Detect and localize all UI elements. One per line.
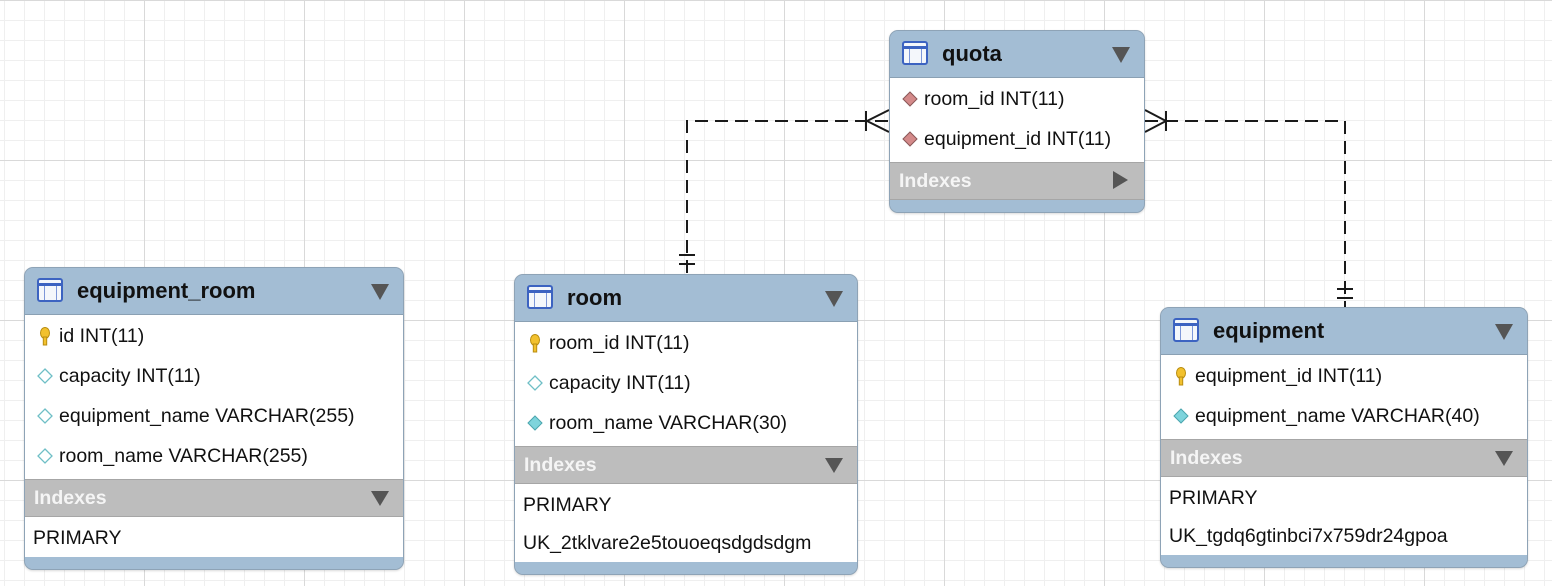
column-label: equipment_id INT(11) — [924, 128, 1112, 150]
foreign-key-diamond-icon — [899, 128, 921, 150]
column-row[interactable]: capacity INT(11) — [25, 356, 403, 396]
column-row[interactable]: equipment_id INT(11) — [1161, 356, 1527, 396]
table-name: equipment — [1213, 318, 1325, 343]
collapse-triangle-icon[interactable] — [1112, 47, 1130, 63]
table-icon — [37, 278, 63, 302]
table-header[interactable]: equipment_room — [25, 268, 403, 315]
table-name: equipment_room — [77, 278, 256, 303]
primary-key-icon — [1170, 365, 1192, 387]
column-list: room_id INT(11) capacity INT(11) room_na… — [515, 322, 857, 446]
indexes-header[interactable]: Indexes — [25, 479, 403, 517]
indexes-header[interactable]: Indexes — [890, 162, 1144, 200]
nullable-column-diamond-icon — [524, 372, 546, 394]
table-equipment-room[interactable]: equipment_room id INT(11) capacity INT(1… — [24, 267, 404, 570]
column-row[interactable]: room_name VARCHAR(30) — [515, 403, 857, 443]
collapse-triangle-icon[interactable] — [1495, 451, 1513, 466]
table-name: room — [567, 285, 622, 310]
expand-triangle-icon[interactable] — [1113, 171, 1128, 189]
column-label: equipment_name VARCHAR(255) — [59, 405, 355, 427]
column-list: equipment_id INT(11) equipment_name VARC… — [1161, 355, 1527, 439]
column-label: room_id INT(11) — [924, 88, 1065, 110]
indexes-label: Indexes — [34, 487, 107, 509]
table-icon — [902, 41, 928, 65]
table-icon — [527, 285, 553, 309]
index-list: PRIMARY — [25, 517, 403, 557]
column-label: room_id INT(11) — [549, 332, 690, 354]
index-row[interactable]: PRIMARY — [523, 494, 612, 516]
relationship-room-quota — [679, 109, 890, 273]
index-list: PRIMARY UK_2tklvare2e5touoeqsdgdsdgm — [515, 484, 857, 562]
collapse-triangle-icon[interactable] — [371, 491, 389, 506]
column-row[interactable]: capacity INT(11) — [515, 363, 857, 403]
table-footer — [1161, 555, 1527, 567]
nullable-column-diamond-icon — [34, 445, 56, 467]
column-label: room_name VARCHAR(255) — [59, 445, 308, 467]
table-header[interactable]: quota — [890, 31, 1144, 78]
column-label: capacity INT(11) — [59, 365, 201, 387]
table-footer — [515, 562, 857, 574]
table-room[interactable]: room room_id INT(11) capacity INT(11) ro… — [514, 274, 858, 575]
index-row[interactable]: PRIMARY — [1169, 487, 1258, 509]
indexes-header[interactable]: Indexes — [1161, 439, 1527, 477]
column-label: room_name VARCHAR(30) — [549, 412, 788, 434]
table-header[interactable]: equipment — [1161, 308, 1527, 355]
column-label: equipment_id INT(11) — [1195, 365, 1383, 387]
column-label: equipment_name VARCHAR(40) — [1195, 405, 1480, 427]
table-footer — [25, 557, 403, 569]
collapse-triangle-icon[interactable] — [1495, 324, 1513, 340]
nullable-column-diamond-icon — [34, 405, 56, 427]
column-label: id INT(11) — [59, 325, 145, 347]
not-null-column-diamond-icon — [524, 412, 546, 434]
column-row[interactable]: equipment_id INT(11) — [890, 119, 1144, 159]
index-row[interactable]: PRIMARY — [33, 527, 122, 549]
column-row[interactable]: equipment_name VARCHAR(40) — [1161, 396, 1527, 436]
table-header[interactable]: room — [515, 275, 857, 322]
nullable-column-diamond-icon — [34, 365, 56, 387]
column-row[interactable]: equipment_name VARCHAR(255) — [25, 396, 403, 436]
index-list: PRIMARY UK_tgdq6gtinbci7x759dr24gpoa — [1161, 477, 1527, 555]
column-row[interactable]: room_name VARCHAR(255) — [25, 436, 403, 476]
collapse-triangle-icon[interactable] — [371, 284, 389, 300]
indexes-label: Indexes — [1170, 447, 1243, 469]
column-label: capacity INT(11) — [549, 372, 691, 394]
table-equipment[interactable]: equipment equipment_id INT(11) equipment… — [1160, 307, 1528, 568]
table-footer — [890, 200, 1144, 212]
table-name: quota — [942, 41, 1002, 66]
indexes-header[interactable]: Indexes — [515, 446, 857, 484]
relationship-equipment-quota — [1144, 109, 1353, 307]
collapse-triangle-icon[interactable] — [825, 458, 843, 473]
indexes-label: Indexes — [899, 170, 972, 192]
index-row[interactable]: UK_2tklvare2e5touoeqsdgdsdgm — [523, 532, 812, 554]
collapse-triangle-icon[interactable] — [825, 291, 843, 307]
foreign-key-diamond-icon — [899, 88, 921, 110]
column-row[interactable]: room_id INT(11) — [890, 79, 1144, 119]
table-quota[interactable]: quota room_id INT(11) equipment_id INT(1… — [889, 30, 1145, 213]
table-icon — [1173, 318, 1199, 342]
indexes-label: Indexes — [524, 454, 597, 476]
column-list: id INT(11) capacity INT(11) equipment_na… — [25, 315, 403, 479]
column-row[interactable]: id INT(11) — [25, 316, 403, 356]
primary-key-icon — [34, 325, 56, 347]
primary-key-icon — [524, 332, 546, 354]
column-row[interactable]: room_id INT(11) — [515, 323, 857, 363]
index-row[interactable]: UK_tgdq6gtinbci7x759dr24gpoa — [1169, 525, 1448, 547]
column-list: room_id INT(11) equipment_id INT(11) — [890, 78, 1144, 162]
not-null-column-diamond-icon — [1170, 405, 1192, 427]
